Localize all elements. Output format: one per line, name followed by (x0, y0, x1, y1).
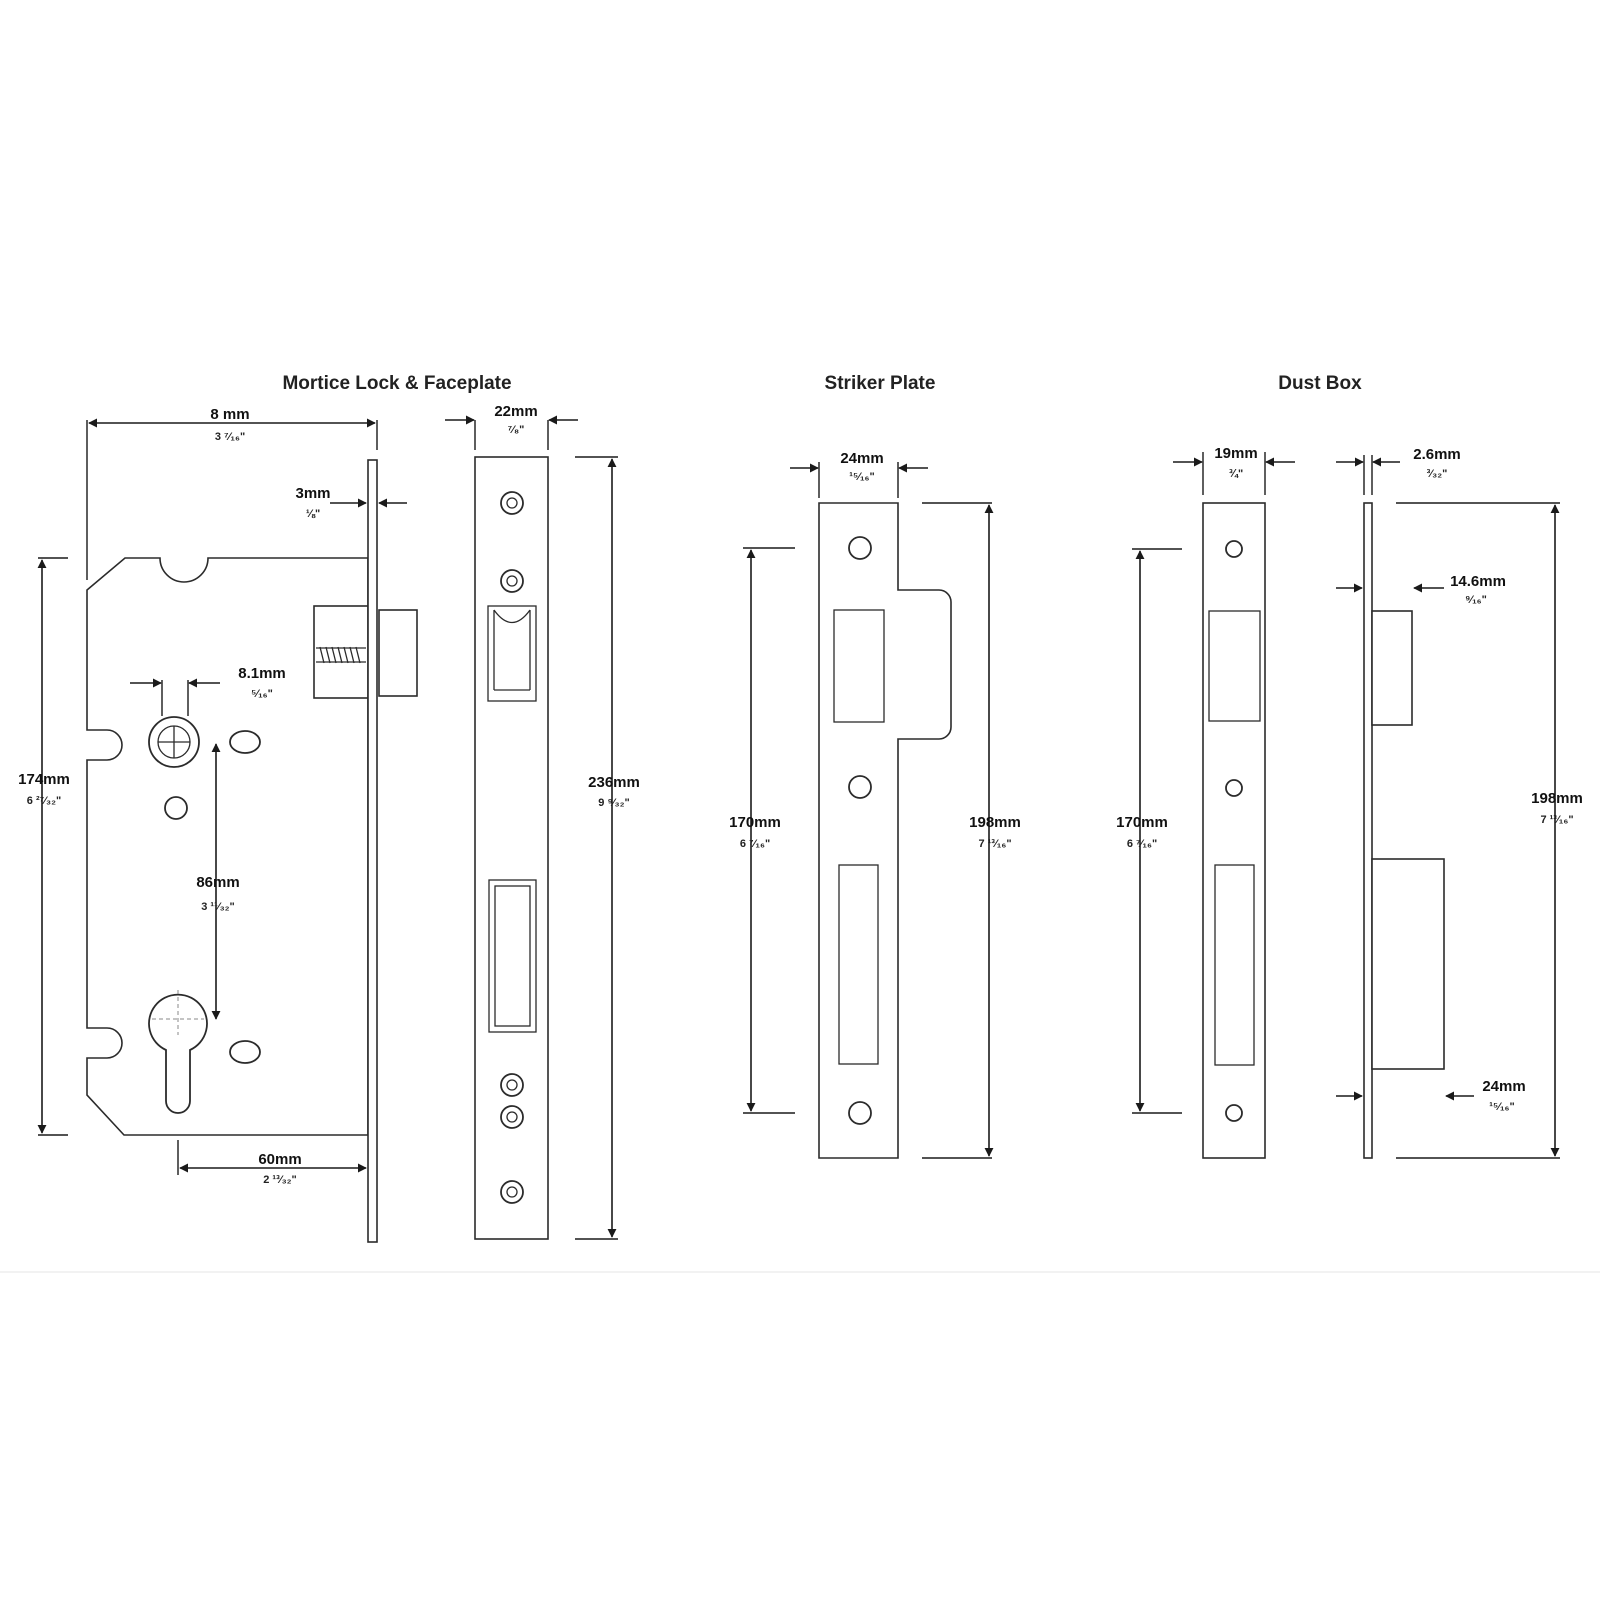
deadbolt-opening (488, 879, 537, 1033)
dim-dust-box-depth-inch: ⁹⁄₁₆" (1465, 594, 1487, 606)
mortice-faceplate-side (367, 459, 378, 1243)
dim-dust-box2-depth-mm: 24mm (1482, 1078, 1525, 1095)
dim-faceplate-width-inch: ⁷⁄₈" (508, 424, 525, 436)
dim-striker-width-inch: ¹⁵⁄₁₆" (849, 471, 874, 483)
fixing-hole (164, 796, 188, 820)
dim-dust-thickness-inch: ³⁄₃₂" (1427, 468, 1448, 480)
cylinder-keyhole (148, 993, 208, 1114)
striker-plate (818, 502, 952, 1159)
latch-spring (316, 646, 366, 664)
faceplate-front (474, 456, 549, 1240)
dim-striker-height-mm: 198mm (969, 814, 1021, 831)
dim-backset-mm: 60mm (258, 1151, 301, 1168)
dim-faceplate-thickness-mm: 3mm (295, 485, 330, 502)
dust-box-front (1202, 502, 1266, 1159)
dim-mortice-width-inch: 3 ⁷⁄₁₆" (215, 431, 245, 443)
dimension-labels: 8 mm 3 ⁷⁄₁₆" 22mm ⁷⁄₈" 3mm ⅛" 8.1mm ⁵⁄₁₆… (18, 403, 1583, 1186)
dim-spindle-inch: ⁵⁄₁₆" (251, 688, 273, 700)
dim-dust-height-inch: 7 ¹³⁄₁₆" (1540, 814, 1573, 826)
latch-opening (487, 605, 537, 702)
dim-dust-width-inch: ¾" (1229, 468, 1243, 480)
dust-box-side (1363, 502, 1445, 1159)
title-striker-plate: Striker Plate (825, 373, 936, 394)
dim-faceplate-height-mm: 236mm (588, 774, 640, 791)
dim-striker-centres-inch: 6 ⁷⁄₁₆" (740, 838, 770, 850)
title-mortice-lock: Mortice Lock & Faceplate (282, 373, 511, 394)
dim-mortice-height-inch: 6 ²⁷⁄₃₂" (27, 795, 61, 807)
dim-striker-centres-mm: 170mm (729, 814, 781, 831)
dim-dust-centres-mm: 170mm (1116, 814, 1168, 831)
dim-backset-inch: 2 ¹³⁄₃₂" (263, 1174, 297, 1186)
dim-dust-thickness-mm: 2.6mm (1413, 446, 1461, 463)
dim-mortice-height-mm: 174mm (18, 771, 70, 788)
dimension-lines (37, 415, 1560, 1240)
dim-mortice-width-mm: 8 mm (210, 406, 249, 423)
dim-dust-width-mm: 19mm (1214, 445, 1257, 462)
latch-bolt-body (313, 605, 369, 699)
dim-faceplate-width-mm: 22mm (494, 403, 537, 420)
dim-faceplate-height-inch: 9 ⁹⁄₃₂" (598, 797, 629, 809)
dim-faceplate-thickness-inch: ⅛" (306, 508, 320, 520)
dim-dust-height-mm: 198mm (1531, 790, 1583, 807)
dim-spindle-mm: 8.1mm (238, 665, 286, 682)
fixing-hole (229, 1040, 261, 1064)
dim-striker-width-mm: 24mm (840, 450, 883, 467)
fixing-hole (229, 730, 261, 754)
title-dust-box: Dust Box (1278, 373, 1362, 394)
dim-dust-centres-inch: 6 ⁷⁄₁₆" (1127, 838, 1157, 850)
dim-centres-mm: 86mm (196, 874, 239, 891)
dim-striker-height-inch: 7 ¹³⁄₁₆" (978, 838, 1011, 850)
dim-centres-inch: 3 ¹¹⁄₃₂" (201, 901, 235, 913)
mortice-lock-body (86, 557, 418, 1136)
dim-dust-box-depth-mm: 14.6mm (1450, 573, 1506, 590)
dim-dust-box2-depth-inch: ¹⁵⁄₁₆" (1489, 1101, 1514, 1113)
latch-bolt (378, 609, 418, 697)
